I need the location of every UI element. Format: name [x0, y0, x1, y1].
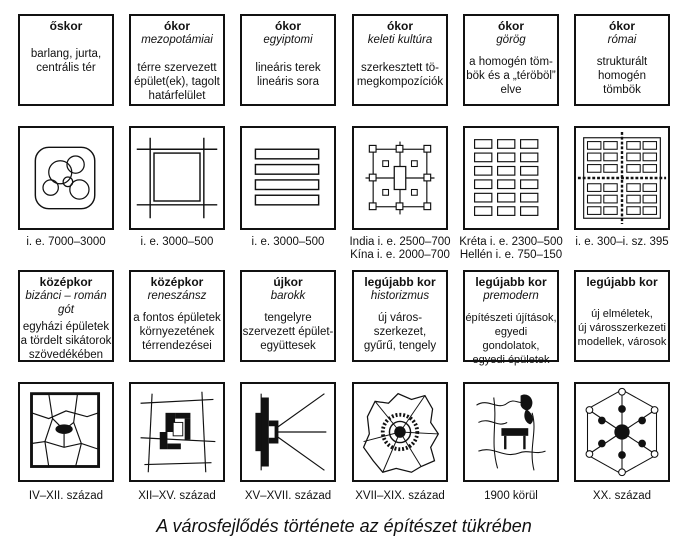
- era-sub: római: [607, 34, 637, 46]
- diagram-historizmus: [352, 382, 448, 482]
- era-sub: bizánci – román gót: [25, 290, 107, 316]
- cell-text-reneszansz: középkor reneszánsz a fontos épületek kö…: [129, 270, 225, 362]
- organic-circles-icon: [34, 146, 96, 210]
- era-desc: új elméletek, új városszerkezeti modelle…: [577, 308, 667, 348]
- diagram-gorog: [463, 126, 559, 230]
- cell-text-oskor: őskor barlang, jurta, centrális tér: [18, 14, 114, 106]
- era-label: középkor: [39, 275, 93, 289]
- framed-square-icon: [136, 137, 218, 219]
- era-label: legújabb kor: [364, 275, 436, 289]
- era-desc: szerkesztett tö- megkompozíciók: [356, 62, 444, 88]
- quartered-grid-icon: [577, 132, 667, 224]
- baroque-axes-icon: [255, 393, 327, 471]
- diagram-oskor: [18, 126, 114, 230]
- date-label: 1900 körül: [484, 490, 538, 502]
- era-label: legújabb kor: [586, 275, 658, 289]
- grid-blocks-icon: [474, 139, 539, 216]
- diagram-barokk: [240, 382, 336, 482]
- cell-text-barokk: újkor barokk tengelyre szervezett épület…: [240, 270, 336, 362]
- era-desc: a fontos épületek környezetének térrende…: [133, 312, 221, 352]
- era-desc: egyházi épületek a tördelt sikátorok szö…: [20, 321, 112, 361]
- date-label: India i. e. 2500–700 Kína i. e. 2000–700: [349, 236, 451, 261]
- cell-text-premodern: legújabb kor premodern építészeti újítás…: [463, 270, 559, 366]
- cell-text-egyiptomi: ókor egyiptomi lineáris terek lineáris s…: [240, 14, 336, 106]
- era-desc: új város- szerkezet, gyűrű, tengely: [363, 312, 437, 352]
- diagram-egyiptomi: [240, 126, 336, 230]
- era-label: újkor: [273, 275, 303, 289]
- date-label: XV–XVII. század: [244, 490, 332, 502]
- diagram-xx: [574, 382, 670, 482]
- era-sub: historizmus: [370, 290, 430, 302]
- era-desc: térre szervezett épület(ek), tagolt hatá…: [134, 62, 220, 102]
- era-label: ókor: [163, 19, 190, 33]
- era-sub: premodern: [483, 290, 539, 302]
- network-model-icon: [585, 387, 659, 477]
- diagram-romai: [574, 126, 670, 230]
- era-desc: barlang, jurta, centrális tér: [30, 48, 102, 74]
- era-sub: keleti kultúra: [367, 34, 433, 46]
- era-sub: barokk: [270, 290, 306, 302]
- date-label: IV–XII. század: [28, 490, 104, 502]
- cell-text-xx: legújabb kor új elméletek, új városszerk…: [574, 270, 670, 362]
- date-label: i. e. 300–i. sz. 395: [575, 236, 669, 248]
- renaissance-plan-icon: [140, 391, 216, 473]
- linear-bars-icon: [254, 148, 320, 206]
- era-label: középkor: [150, 275, 204, 289]
- era-sub: mezopotámiai: [141, 34, 213, 46]
- date-label: Kréta i. e. 2300–500 Hellén i. e. 750–15…: [459, 236, 563, 261]
- diagram-mezopotamiai: [129, 126, 225, 230]
- era-label: őskor: [49, 19, 83, 33]
- cell-text-romai: ókor római strukturált homogén tömbök: [574, 14, 670, 106]
- cell-text-mezopotamiai: ókor mezopotámiai térre szervezett épüle…: [129, 14, 225, 106]
- era-sub: görög: [496, 34, 526, 46]
- cell-text-gorog: ókor görög a homogén töm- bök és a „térö…: [463, 14, 559, 106]
- diagram-reneszansz: [129, 382, 225, 482]
- medieval-plan-icon: [30, 392, 101, 468]
- era-sub: egyiptomi: [263, 34, 313, 46]
- axial-composition-icon: [365, 141, 435, 215]
- era-label: ókor: [274, 19, 301, 33]
- premodern-plan-icon: [476, 394, 546, 471]
- cell-text-historizmus: legújabb kor historizmus új város- szerk…: [352, 270, 448, 362]
- date-label: i. e. 3000–500: [251, 236, 325, 248]
- cell-text-kozepkor: középkor bizánci – román gót egyházi épü…: [18, 270, 114, 362]
- era-label: ókor: [497, 19, 524, 33]
- era-desc: strukturált homogén tömbök: [596, 56, 648, 96]
- ring-city-icon: [362, 392, 440, 473]
- era-label: ókor: [386, 19, 413, 33]
- era-desc: tengelyre szervezett épület- együttesek: [242, 312, 334, 352]
- era-desc: lineáris terek lineáris sora: [255, 62, 321, 88]
- cell-text-keleti: ókor keleti kultúra szerkesztett tö- meg…: [352, 14, 448, 106]
- diagram-kozepkor: [18, 382, 114, 482]
- era-label: ókor: [608, 19, 635, 33]
- date-label: i. e. 7000–3000: [26, 236, 106, 248]
- date-label: XII–XV. század: [138, 490, 216, 502]
- era-sub: reneszánsz: [147, 290, 207, 302]
- figure-caption: A városfejlődés története az építészet t…: [156, 516, 532, 536]
- date-label: i. e. 3000–500: [140, 236, 214, 248]
- era-desc: a homogén töm- bök és a „téröböl” elve: [466, 56, 556, 96]
- date-label: XVII–XIX. század: [355, 490, 445, 502]
- diagram-premodern: [463, 382, 559, 482]
- era-desc: építészeti újítások, egyedi gondolatok, …: [465, 312, 557, 366]
- era-label: legújabb kor: [475, 275, 547, 289]
- diagram-keleti: [352, 126, 448, 230]
- date-label: XX. század: [592, 490, 652, 502]
